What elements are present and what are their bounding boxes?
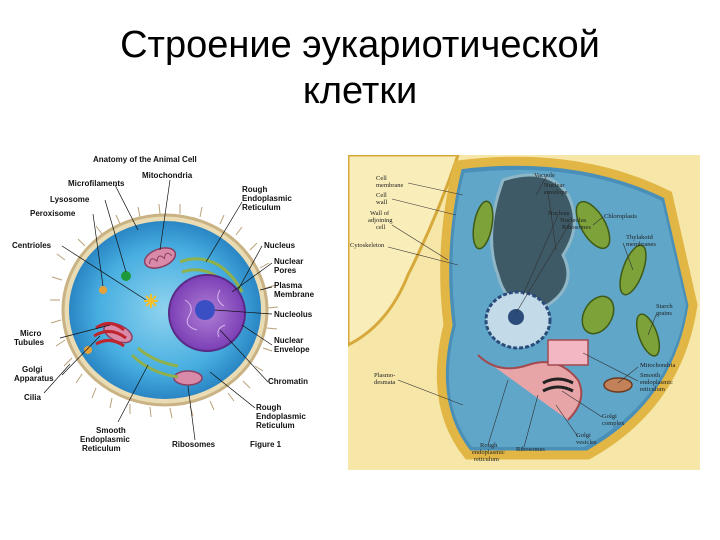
label-mitochondria: Mitochondria — [142, 171, 193, 180]
vacuole-organelle — [490, 173, 576, 309]
plant-label-wall-adjoining-1: Wall of — [370, 210, 390, 217]
plant-cell-figure: Cell membrane Cell wall Wall of adjoinin… — [346, 153, 700, 470]
label-rough-er-bottom-3: Reticulum — [256, 421, 295, 430]
plant-label-nuclear-envelope-1: Nuclear — [544, 182, 565, 189]
cytoplasm — [69, 221, 261, 399]
plant-label-golgi-complex-1: Golgi — [602, 413, 617, 420]
plant-label-starch-1: Starch — [656, 303, 673, 310]
plant-label-cell-membrane-2: membrane — [376, 182, 404, 189]
label-golgi-2: Apparatus — [14, 374, 54, 383]
plant-label-rough-er-1: Rough — [480, 442, 498, 449]
label-rough-er-top-1: Rough — [242, 185, 267, 194]
label-smooth-er-3: Reticulum — [82, 444, 121, 453]
plant-label-ribosomes-top: Ribosomes — [562, 224, 591, 231]
label-microfilaments: Microfilaments — [68, 179, 125, 188]
plant-label-cell-wall-2: wall — [376, 199, 387, 206]
plant-label-golgi-vesicles-1: Golgi — [576, 432, 591, 439]
slide-title: Строение эукариотической клетки — [0, 22, 720, 114]
label-micro-tubules-2: Tubules — [14, 338, 45, 347]
label-nuclear-pores-2: Pores — [274, 266, 297, 275]
label-golgi-1: Golgi — [22, 365, 42, 374]
animal-cell-figure: Anatomy of the Animal Cell — [10, 150, 340, 455]
plant-label-nucleolus: Nucleolus — [560, 217, 587, 224]
plant-label-ribosomes-bottom: Ribosomes — [516, 446, 545, 453]
label-rough-er-bottom-1: Rough — [256, 403, 281, 412]
label-nuclear-envelope-1: Nuclear — [274, 336, 303, 345]
golgi-apparatus-organelle — [93, 322, 127, 348]
plant-label-cell-wall-1: Cell — [376, 192, 387, 199]
label-smooth-er-1: Smooth — [96, 426, 126, 435]
nucleolus-organelle — [195, 300, 215, 320]
label-rough-er-top-3: Reticulum — [242, 203, 281, 212]
vesicle — [84, 346, 92, 354]
label-micro-tubules-1: Micro — [20, 329, 41, 338]
centriole-organelle — [144, 294, 158, 308]
plant-label-chloroplasts: Chloroplasts — [604, 213, 637, 220]
animal-leader-lines — [43, 179, 273, 441]
peroxisome-organelle — [99, 286, 107, 294]
adjoining-cell-left — [346, 153, 461, 348]
label-nucleolus: Nucleolus — [274, 310, 313, 319]
title-line-2: клетки — [302, 70, 418, 112]
plant-label-smooth-er-3: reticulum — [640, 386, 665, 393]
plant-smooth-er-organelle — [547, 339, 589, 366]
label-cilia: Cilia — [24, 393, 41, 402]
label-ribosomes: Ribosomes — [172, 440, 216, 449]
label-plasma-membrane-2: Membrane — [274, 290, 315, 299]
plant-label-wall-adjoining-3: cell — [376, 224, 386, 231]
plant-label-cytoskeleton: Cytoskeleton — [350, 242, 385, 249]
plant-label-rough-er-3: reticulum — [474, 456, 499, 463]
plant-golgi-organelle — [542, 377, 574, 393]
label-rough-er-top-2: Endoplasmic — [242, 194, 292, 203]
plant-label-plasmodesmata-2: desmata — [374, 379, 395, 386]
label-peroxisome: Peroxisome — [30, 209, 76, 218]
label-smooth-er-2: Endoplasmic — [80, 435, 130, 444]
animal-heading: Anatomy of the Animal Cell — [93, 155, 197, 164]
label-plasma-membrane-1: Plasma — [274, 281, 303, 290]
animal-cell-svg: Anatomy of the Animal Cell — [12, 155, 315, 453]
label-nucleus: Nucleus — [264, 241, 296, 250]
plant-label-smooth-er-1: Smooth — [640, 372, 661, 379]
plant-nucleolus-organelle — [508, 309, 524, 325]
label-centrioles: Centrioles — [12, 241, 52, 250]
title-line-1: Строение эукариотической — [120, 24, 600, 66]
plant-label-thylakoid-1: Thylakoid — [626, 234, 653, 241]
plant-label-mitochondria: Mitochondria — [640, 362, 675, 369]
plant-label-smooth-er-2: endoplasmic — [640, 379, 673, 386]
plant-cell-svg: Cell membrane Cell wall Wall of adjoinin… — [346, 153, 700, 470]
plant-label-plasmodesmata-1: Plasmo- — [374, 372, 395, 379]
label-chromatin: Chromatin — [268, 377, 308, 386]
plant-label-nuclear-envelope-2: envelope — [544, 189, 568, 196]
plant-label-rough-er-2: endoplasmic — [472, 449, 505, 456]
plant-label-golgi-vesicles-2: vesicles — [576, 439, 597, 446]
chromatin-strands — [184, 289, 226, 338]
figure-caption: Figure 1 — [250, 440, 282, 449]
rough-er-organelle — [130, 257, 244, 379]
label-lysosome: Lysosome — [50, 195, 90, 204]
plant-label-nucleus: Nucleus — [548, 210, 570, 217]
plant-mitochondrion — [603, 377, 633, 393]
label-rough-er-bottom-2: Endoplasmic — [256, 412, 306, 421]
plant-label-cell-membrane-1: Cell — [376, 175, 387, 182]
plant-label-wall-adjoining-2: adjoining — [368, 217, 393, 224]
lysosome-organelle — [121, 271, 131, 281]
label-nuclear-pores-1: Nuclear — [274, 257, 303, 266]
label-nuclear-envelope-2: Envelope — [274, 345, 310, 354]
plant-label-golgi-complex-2: complex — [602, 420, 625, 427]
plant-leader-lines — [387, 176, 657, 448]
cilia-fringe — [50, 203, 279, 419]
plant-label-vacuole: Vacuole — [534, 172, 555, 179]
plant-label-starch-2: grains — [656, 310, 672, 317]
plant-label-thylakoid-2: membranes — [626, 241, 656, 248]
